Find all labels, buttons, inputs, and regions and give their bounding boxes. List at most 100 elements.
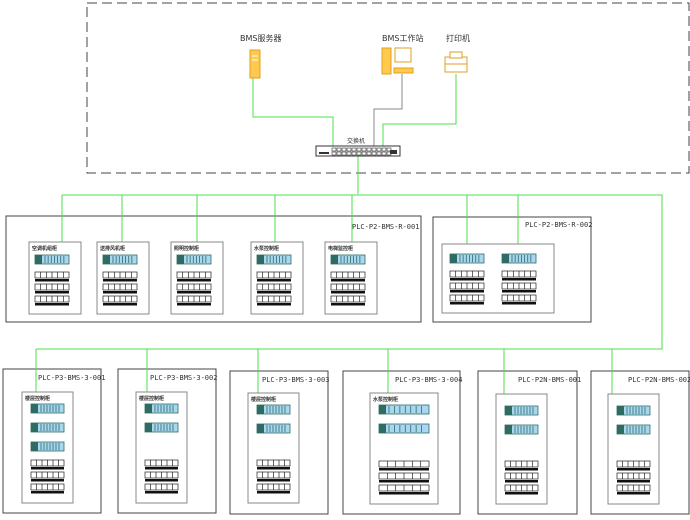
control-cabinet[interactable] bbox=[607, 393, 660, 505]
plc-module[interactable] bbox=[449, 253, 485, 264]
cabinet-label: 照明控制柜 bbox=[174, 245, 199, 252]
plc-panel: PLC-P3-BMS-3-001 楼层控制柜 bbox=[2, 349, 105, 514]
panel-frame bbox=[229, 370, 329, 515]
printer[interactable]: 打印机 bbox=[444, 33, 470, 73]
panel-frame bbox=[117, 368, 217, 514]
panel-id-label: PLC-P2N-BMS-001 bbox=[518, 376, 581, 384]
terminal-block bbox=[330, 271, 366, 282]
cabinet-label: 空调机组柜 bbox=[32, 245, 57, 252]
control-cabinet[interactable] bbox=[495, 393, 548, 505]
terminal-block bbox=[144, 459, 179, 470]
control-cabinet[interactable]: 水泵控制柜 bbox=[369, 392, 439, 505]
switch-port bbox=[361, 147, 367, 152]
control-cabinet[interactable]: 楼层控制柜 bbox=[21, 391, 74, 504]
switch-port bbox=[356, 147, 362, 152]
terminal-block bbox=[256, 295, 292, 306]
switch-port bbox=[331, 147, 337, 152]
panel-frame bbox=[342, 370, 461, 515]
plc-module[interactable] bbox=[176, 254, 212, 265]
control-cabinet[interactable]: 楼层控制柜 bbox=[135, 391, 188, 504]
plc-panel: PLC-P3-BMS-3-004 水泵控制柜 bbox=[342, 349, 462, 515]
control-cabinet[interactable]: 楼层控制柜 bbox=[247, 392, 300, 504]
terminal-block bbox=[378, 484, 430, 495]
panel-id-label: PLC-P2-BMS-R-001 bbox=[352, 223, 419, 231]
terminal-block bbox=[616, 484, 651, 495]
control-cabinet[interactable]: 水泵控制柜 bbox=[250, 241, 304, 315]
terminal-block bbox=[449, 294, 485, 305]
panel-frame bbox=[5, 215, 422, 323]
plc-module[interactable] bbox=[144, 422, 179, 433]
switch-port bbox=[336, 151, 342, 156]
terminal-block bbox=[30, 483, 65, 494]
terminal-block bbox=[102, 283, 138, 294]
plc-panel: PLC-P2N-BMS-001 bbox=[477, 349, 581, 515]
plc-module[interactable] bbox=[504, 405, 539, 416]
plc-module[interactable] bbox=[616, 405, 651, 416]
plc-module[interactable] bbox=[504, 424, 539, 435]
terminal-block bbox=[256, 483, 291, 494]
monitor-icon bbox=[394, 47, 412, 63]
terminal-block bbox=[30, 459, 65, 470]
cabinet-label: 水泵控制柜 bbox=[372, 396, 398, 403]
control-cabinet[interactable]: 照明控制柜 bbox=[170, 241, 224, 315]
plc-module[interactable] bbox=[256, 254, 292, 265]
switch-port bbox=[346, 147, 352, 152]
plc-module[interactable] bbox=[378, 423, 430, 434]
switch-port bbox=[366, 151, 372, 156]
panel-id-label: PLC-P3-BMS-3-002 bbox=[150, 374, 217, 382]
terminal-block bbox=[102, 271, 138, 282]
control-cabinet[interactable]: 电梯监控柜 bbox=[324, 241, 378, 315]
switch-port bbox=[356, 151, 362, 156]
workstation-label: BMS工作站 bbox=[382, 33, 423, 43]
server-icon bbox=[249, 49, 261, 79]
plc-module[interactable] bbox=[102, 254, 138, 265]
network-switch[interactable]: 交换机 bbox=[315, 137, 401, 157]
panel-id-label: PLC-P2N-BMS-002 bbox=[628, 376, 690, 384]
cabinet-label: 送排风机柜 bbox=[99, 245, 125, 252]
switch-port bbox=[361, 151, 367, 156]
terminal-block bbox=[504, 460, 539, 471]
control-cabinet[interactable]: 送排风机柜 bbox=[96, 241, 150, 315]
terminal-block bbox=[102, 295, 138, 306]
plc-module[interactable] bbox=[501, 253, 537, 264]
panel-frame bbox=[432, 216, 592, 323]
terminal-block bbox=[378, 460, 430, 471]
terminal-block bbox=[256, 271, 292, 282]
panel-id-label: PLC-P2-BMS-R-002 bbox=[525, 221, 592, 229]
panel-id-label: PLC-P3-BMS-3-001 bbox=[38, 374, 105, 382]
plc-module[interactable] bbox=[616, 424, 651, 435]
plc-module[interactable] bbox=[144, 403, 179, 414]
terminal-block bbox=[504, 472, 539, 483]
cabinet-label: 水泵控制柜 bbox=[253, 245, 279, 252]
panel-id-label: PLC-P3-BMS-3-004 bbox=[395, 376, 462, 384]
plc-module[interactable] bbox=[378, 404, 430, 415]
terminal-block bbox=[144, 471, 179, 482]
terminal-block bbox=[501, 270, 537, 281]
switch-port bbox=[381, 151, 387, 156]
plc-module[interactable] bbox=[30, 441, 65, 452]
switch-port bbox=[386, 147, 392, 152]
plc-panel: PLC-P3-BMS-3-002 楼层控制柜 bbox=[117, 349, 217, 514]
switch-port bbox=[371, 151, 377, 156]
terminal-block bbox=[449, 282, 485, 293]
control-room-links bbox=[252, 74, 457, 194]
terminal-block bbox=[176, 295, 212, 306]
switch-label: 交换机 bbox=[347, 137, 365, 145]
switch-port bbox=[366, 147, 372, 152]
plc-module[interactable] bbox=[30, 422, 65, 433]
plc-module[interactable] bbox=[30, 403, 65, 414]
plc-module[interactable] bbox=[34, 254, 70, 265]
control-cabinet[interactable] bbox=[441, 243, 555, 314]
plc-module[interactable] bbox=[330, 254, 366, 265]
backbone bbox=[36, 194, 663, 350]
terminal-block bbox=[176, 283, 212, 294]
bms-workstation[interactable]: BMS工作站 bbox=[381, 33, 423, 75]
server-link bbox=[252, 78, 334, 146]
bms-server[interactable]: BMS服务器 bbox=[240, 33, 281, 79]
control-cabinet[interactable]: 空调机组柜 bbox=[28, 241, 82, 315]
switch-port bbox=[341, 151, 347, 156]
plc-module[interactable] bbox=[256, 404, 291, 415]
terminal-block bbox=[330, 283, 366, 294]
terminal-block bbox=[616, 472, 651, 483]
plc-module[interactable] bbox=[256, 423, 291, 434]
